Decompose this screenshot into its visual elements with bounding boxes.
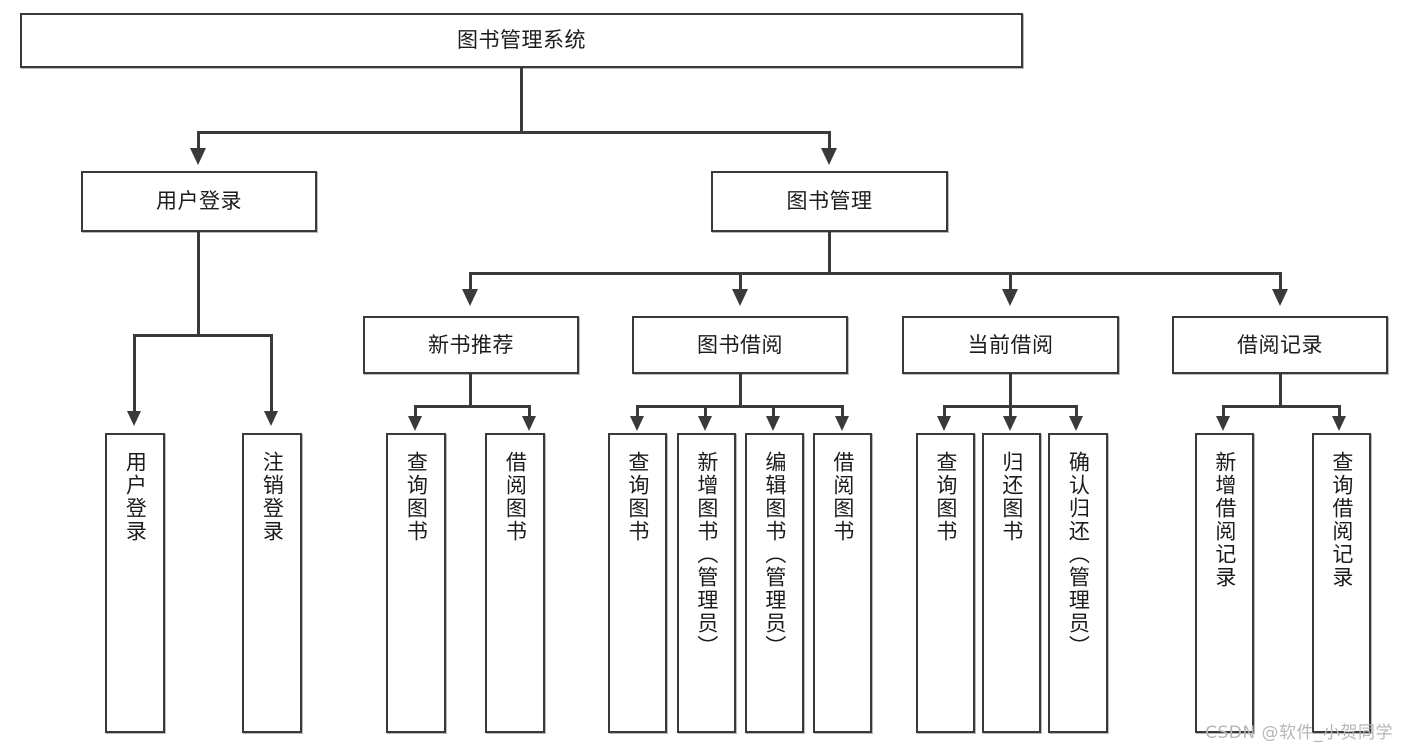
- edge-user-login-stem: [197, 232, 200, 336]
- arrow-to-leaf-return-book: [1003, 416, 1017, 431]
- leaf-borrow-book-recommend[interactable]: 借阅图书: [485, 433, 545, 733]
- edge-user-login-bus: [133, 334, 270, 337]
- edge-current-borrow-to-leaf-3: [1075, 405, 1078, 417]
- arrow-to-leaf-query-book-2: [630, 416, 644, 431]
- leaf-query-book-recommend[interactable]: 查询图书: [386, 433, 446, 733]
- edge-current-borrow-to-leaf-1: [943, 405, 946, 417]
- node-label: 借阅图书: [830, 451, 855, 543]
- node-current-borrow[interactable]: 当前借阅: [902, 316, 1119, 374]
- leaf-query-book-current[interactable]: 查询图书: [916, 433, 975, 733]
- arrow-to-borrow-record: [1272, 289, 1288, 306]
- leaf-return-book[interactable]: 归还图书: [982, 433, 1041, 733]
- node-label: 新增借阅记录: [1212, 451, 1237, 589]
- arrow-to-leaf-add-record: [1216, 416, 1230, 431]
- edge-book-mgmt-to-borrow-record: [1279, 272, 1282, 290]
- arrow-to-user-login: [190, 148, 206, 165]
- leaf-query-book-borrow[interactable]: 查询图书: [608, 433, 667, 733]
- arrow-to-current-borrow: [1002, 289, 1018, 306]
- node-label: 借阅记录: [1237, 332, 1323, 357]
- arrow-to-leaf-logout: [264, 411, 278, 426]
- csdn-watermark: CSDN @软件_小贺同学: [1205, 723, 1393, 743]
- arrow-to-leaf-query-book-3: [937, 416, 951, 431]
- node-label: 编辑图书（管理员）: [762, 451, 787, 658]
- arrow-to-leaf-edit-book: [766, 416, 780, 431]
- edge-user-login-to-leaf-1: [133, 334, 136, 412]
- edge-book-borrow-to-leaf-1: [636, 405, 639, 417]
- edge-book-borrow-to-leaf-2: [704, 405, 707, 417]
- leaf-confirm-return-admin[interactable]: 确认归还（管理员）: [1048, 433, 1108, 733]
- edge-book-mgmt-to-new-book: [469, 272, 472, 290]
- edge-root-bus: [197, 131, 831, 134]
- arrow-to-leaf-borrow-book-1: [522, 416, 536, 431]
- node-label: 注销登录: [260, 451, 285, 543]
- edge-new-book-bus: [414, 405, 531, 408]
- node-label: 图书管理系统: [457, 28, 586, 53]
- edge-new-book-stem: [469, 374, 472, 408]
- edge-book-mgmt-stem: [828, 232, 831, 274]
- edge-book-borrow-to-leaf-4: [841, 405, 844, 417]
- leaf-edit-book-admin[interactable]: 编辑图书（管理员）: [745, 433, 804, 733]
- node-label: 图书借阅: [697, 332, 783, 357]
- leaf-borrow-book[interactable]: 借阅图书: [813, 433, 872, 733]
- leaf-add-borrow-record[interactable]: 新增借阅记录: [1195, 433, 1254, 733]
- node-label: 用户登录: [123, 451, 148, 543]
- arrow-to-leaf-confirm-return: [1069, 416, 1083, 431]
- edge-book-mgmt-to-book-borrow: [739, 272, 742, 290]
- edge-root-to-user-login: [197, 131, 200, 149]
- node-label: 查询借阅记录: [1329, 451, 1354, 589]
- arrow-to-leaf-add-book: [698, 416, 712, 431]
- node-root-system[interactable]: 图书管理系统: [20, 13, 1023, 68]
- edge-current-borrow-stem: [1009, 374, 1012, 408]
- edge-borrow-record-bus: [1222, 405, 1341, 408]
- node-label: 新增图书（管理员）: [694, 451, 719, 658]
- arrow-to-leaf-user-login: [127, 411, 141, 426]
- node-label: 确认归还（管理员）: [1066, 451, 1091, 658]
- edge-book-borrow-stem: [739, 374, 742, 408]
- edge-current-borrow-to-leaf-2: [1009, 405, 1012, 417]
- node-label: 归还图书: [999, 451, 1024, 543]
- leaf-logout[interactable]: 注销登录: [242, 433, 302, 733]
- edge-book-mgmt-bus: [469, 272, 1281, 275]
- edge-new-book-to-leaf-1: [414, 405, 417, 417]
- arrow-to-book-mgmt: [821, 148, 837, 165]
- edge-borrow-record-stem: [1279, 374, 1282, 408]
- arrow-to-leaf-query-record: [1332, 416, 1346, 431]
- edge-root-stem: [520, 68, 523, 133]
- arrow-to-book-borrow: [732, 289, 748, 306]
- arrow-to-leaf-borrow-book-2: [835, 416, 849, 431]
- node-book-borrow[interactable]: 图书借阅: [632, 316, 848, 374]
- node-book-management[interactable]: 图书管理: [711, 171, 948, 232]
- node-label: 图书管理: [786, 189, 873, 214]
- node-label: 查询图书: [933, 451, 958, 543]
- node-borrow-record[interactable]: 借阅记录: [1172, 316, 1388, 374]
- edge-user-login-to-leaf-2: [270, 334, 273, 412]
- node-label: 查询图书: [625, 451, 650, 543]
- leaf-query-borrow-record[interactable]: 查询借阅记录: [1312, 433, 1371, 733]
- node-label: 当前借阅: [967, 332, 1054, 357]
- node-label: 新书推荐: [428, 332, 514, 357]
- edge-borrow-record-to-leaf-1: [1222, 405, 1225, 417]
- edge-new-book-to-leaf-2: [528, 405, 531, 417]
- arrow-to-leaf-query-book-1: [408, 416, 422, 431]
- edge-root-to-book-mgmt: [828, 131, 831, 149]
- leaf-add-book-admin[interactable]: 新增图书（管理员）: [677, 433, 736, 733]
- edge-book-mgmt-to-current-borrow: [1009, 272, 1012, 290]
- leaf-user-login[interactable]: 用户登录: [105, 433, 165, 733]
- node-user-login[interactable]: 用户登录: [81, 171, 317, 232]
- edge-borrow-record-to-leaf-2: [1338, 405, 1341, 417]
- node-label: 用户登录: [156, 189, 242, 214]
- arrow-to-new-book: [462, 289, 478, 306]
- edge-book-borrow-to-leaf-3: [772, 405, 775, 417]
- node-label: 查询图书: [404, 451, 429, 543]
- node-label: 借阅图书: [503, 451, 528, 543]
- node-new-book-recommend[interactable]: 新书推荐: [363, 316, 579, 374]
- edge-book-borrow-bus: [636, 405, 844, 408]
